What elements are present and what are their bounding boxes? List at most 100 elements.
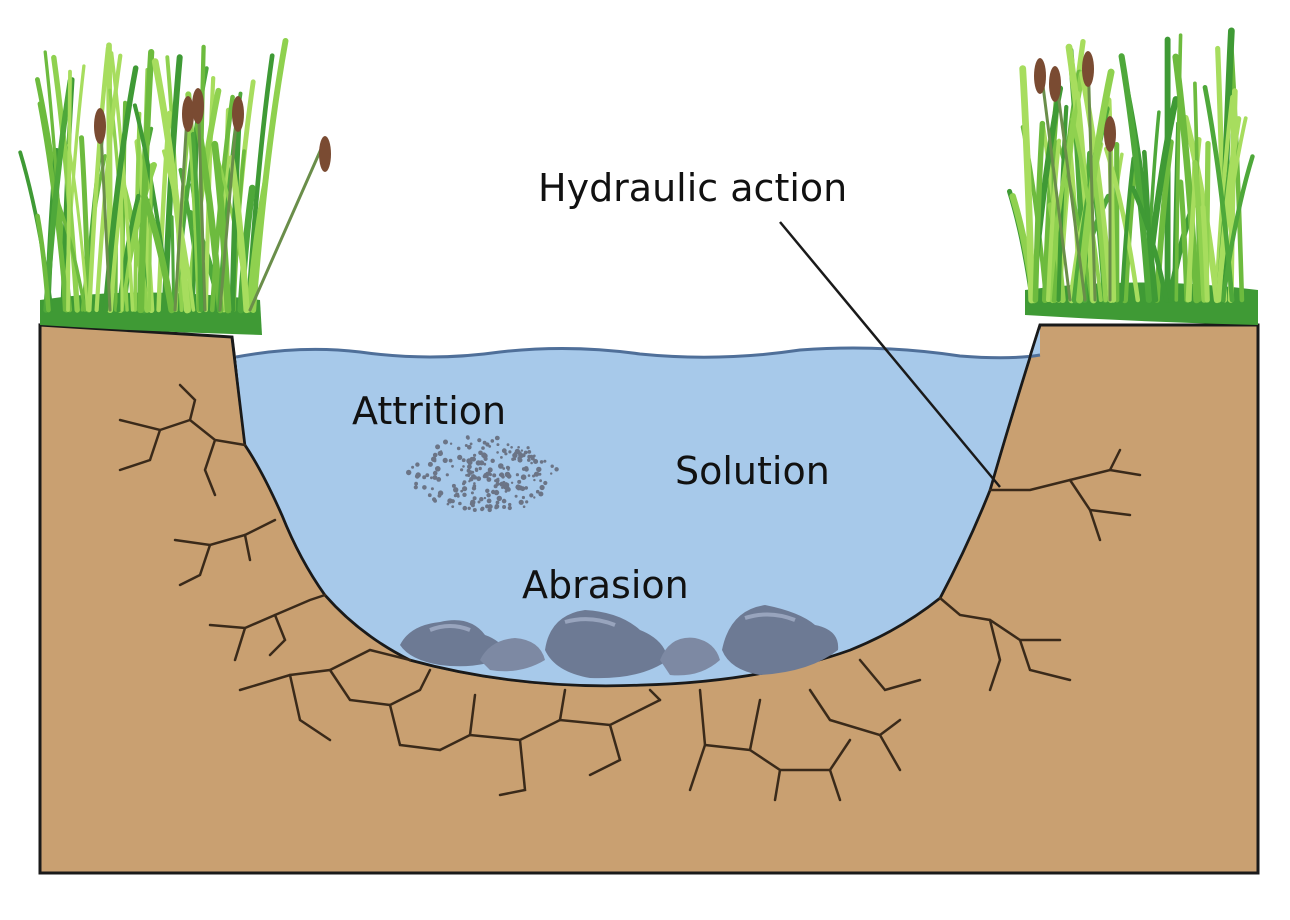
attrition-particle — [486, 477, 492, 482]
attrition-particle — [543, 480, 548, 486]
attrition-particle — [523, 450, 528, 455]
grass-blade — [1119, 156, 1136, 302]
attrition-particle — [422, 485, 427, 490]
attrition-particle — [414, 473, 420, 479]
grass-blade — [1174, 33, 1183, 302]
rock — [400, 620, 510, 667]
attrition-particle — [450, 499, 455, 504]
attrition-particle — [502, 467, 506, 470]
riverbed-rocks — [400, 605, 839, 679]
attrition-particle — [493, 489, 500, 496]
attrition-particle — [462, 465, 465, 468]
grass-blade — [35, 213, 51, 313]
attrition-particle — [513, 451, 517, 455]
grass-blade — [79, 135, 92, 313]
attrition-particle — [490, 439, 495, 443]
attrition-particle — [464, 444, 468, 447]
cattail-stem — [1053, 68, 1087, 302]
attrition-particle — [500, 456, 503, 459]
attrition-particle — [462, 486, 468, 492]
attrition-particle — [498, 463, 504, 469]
attrition-particle — [517, 485, 523, 491]
attrition-particle — [406, 469, 412, 476]
attrition-particle — [430, 487, 434, 491]
attrition-particle — [494, 435, 500, 441]
river-water — [236, 325, 1040, 686]
attrition-particle — [518, 499, 524, 505]
attrition-particle — [533, 459, 539, 464]
attrition-particle — [471, 486, 477, 491]
attrition-particle — [487, 504, 493, 510]
attrition-particle — [435, 444, 441, 450]
grass-blade — [51, 54, 80, 313]
attrition-particle — [508, 502, 512, 507]
attrition-particle — [462, 492, 467, 497]
attrition-particle — [539, 460, 544, 464]
attrition-particle — [437, 493, 442, 498]
grass-blade — [1202, 84, 1235, 303]
grass-blade — [1118, 53, 1152, 304]
attrition-particle — [507, 466, 511, 470]
attrition-particle — [475, 460, 482, 466]
attrition-particle — [518, 452, 524, 459]
attrition-particle — [473, 453, 477, 457]
attrition-particle — [532, 474, 535, 478]
cattail-head — [1049, 66, 1061, 102]
attrition-particle — [495, 481, 500, 486]
grass-blade — [141, 193, 175, 314]
attrition-particle — [507, 505, 512, 511]
attrition-particle — [457, 454, 463, 460]
cattail-head — [94, 108, 106, 144]
attrition-particle — [458, 501, 462, 506]
attrition-particle — [427, 493, 432, 498]
attrition-particle — [486, 498, 492, 504]
attrition-particle — [533, 496, 536, 499]
attrition-particle — [477, 500, 481, 504]
attrition-particle — [462, 505, 468, 511]
grass-blade — [67, 143, 89, 312]
attrition-particle — [504, 471, 511, 478]
attrition-particle — [431, 456, 437, 462]
attrition-particle — [483, 462, 487, 466]
grass-blade — [1220, 154, 1255, 303]
hydraulic-action-leader-line — [779, 221, 1001, 488]
attrition-particle — [446, 502, 450, 506]
attrition-particle — [502, 480, 506, 484]
grass-blade — [109, 51, 135, 312]
attrition-particle — [550, 472, 553, 475]
attrition-particle — [469, 456, 474, 462]
attrition-particle — [445, 473, 449, 477]
attrition-particle — [539, 479, 542, 483]
soil-cracks — [118, 383, 1142, 802]
attrition-particle — [527, 458, 531, 462]
attrition-particle — [521, 495, 526, 500]
attrition-particle — [468, 480, 471, 483]
grass-blade — [1142, 149, 1154, 303]
attrition-particle — [530, 461, 533, 465]
attrition-particle — [533, 478, 536, 482]
attrition-particle — [495, 500, 500, 505]
attrition-particle — [523, 466, 529, 471]
attrition-particle — [472, 496, 477, 501]
attrition-particle — [435, 466, 441, 472]
left-grass-bank — [18, 37, 331, 335]
grass-blade — [228, 155, 250, 314]
attrition-particle — [442, 457, 448, 463]
attrition-particle — [469, 502, 473, 506]
grass-blade — [1215, 116, 1242, 303]
attrition-particle — [413, 485, 418, 490]
attrition-particle — [536, 466, 542, 473]
attrition-particle — [520, 474, 527, 481]
attrition-particle — [451, 483, 456, 488]
attrition-particle — [466, 468, 471, 473]
attrition-particle — [501, 498, 507, 504]
grass-blade — [119, 171, 124, 312]
attrition-particle — [496, 495, 502, 502]
grass-blade — [250, 37, 289, 313]
grass-blade — [1214, 94, 1235, 303]
label-hydraulic-action: Hydraulic action — [538, 166, 847, 210]
attrition-particle — [506, 487, 511, 492]
attrition-particle — [480, 506, 485, 511]
attrition-particle — [430, 476, 433, 480]
